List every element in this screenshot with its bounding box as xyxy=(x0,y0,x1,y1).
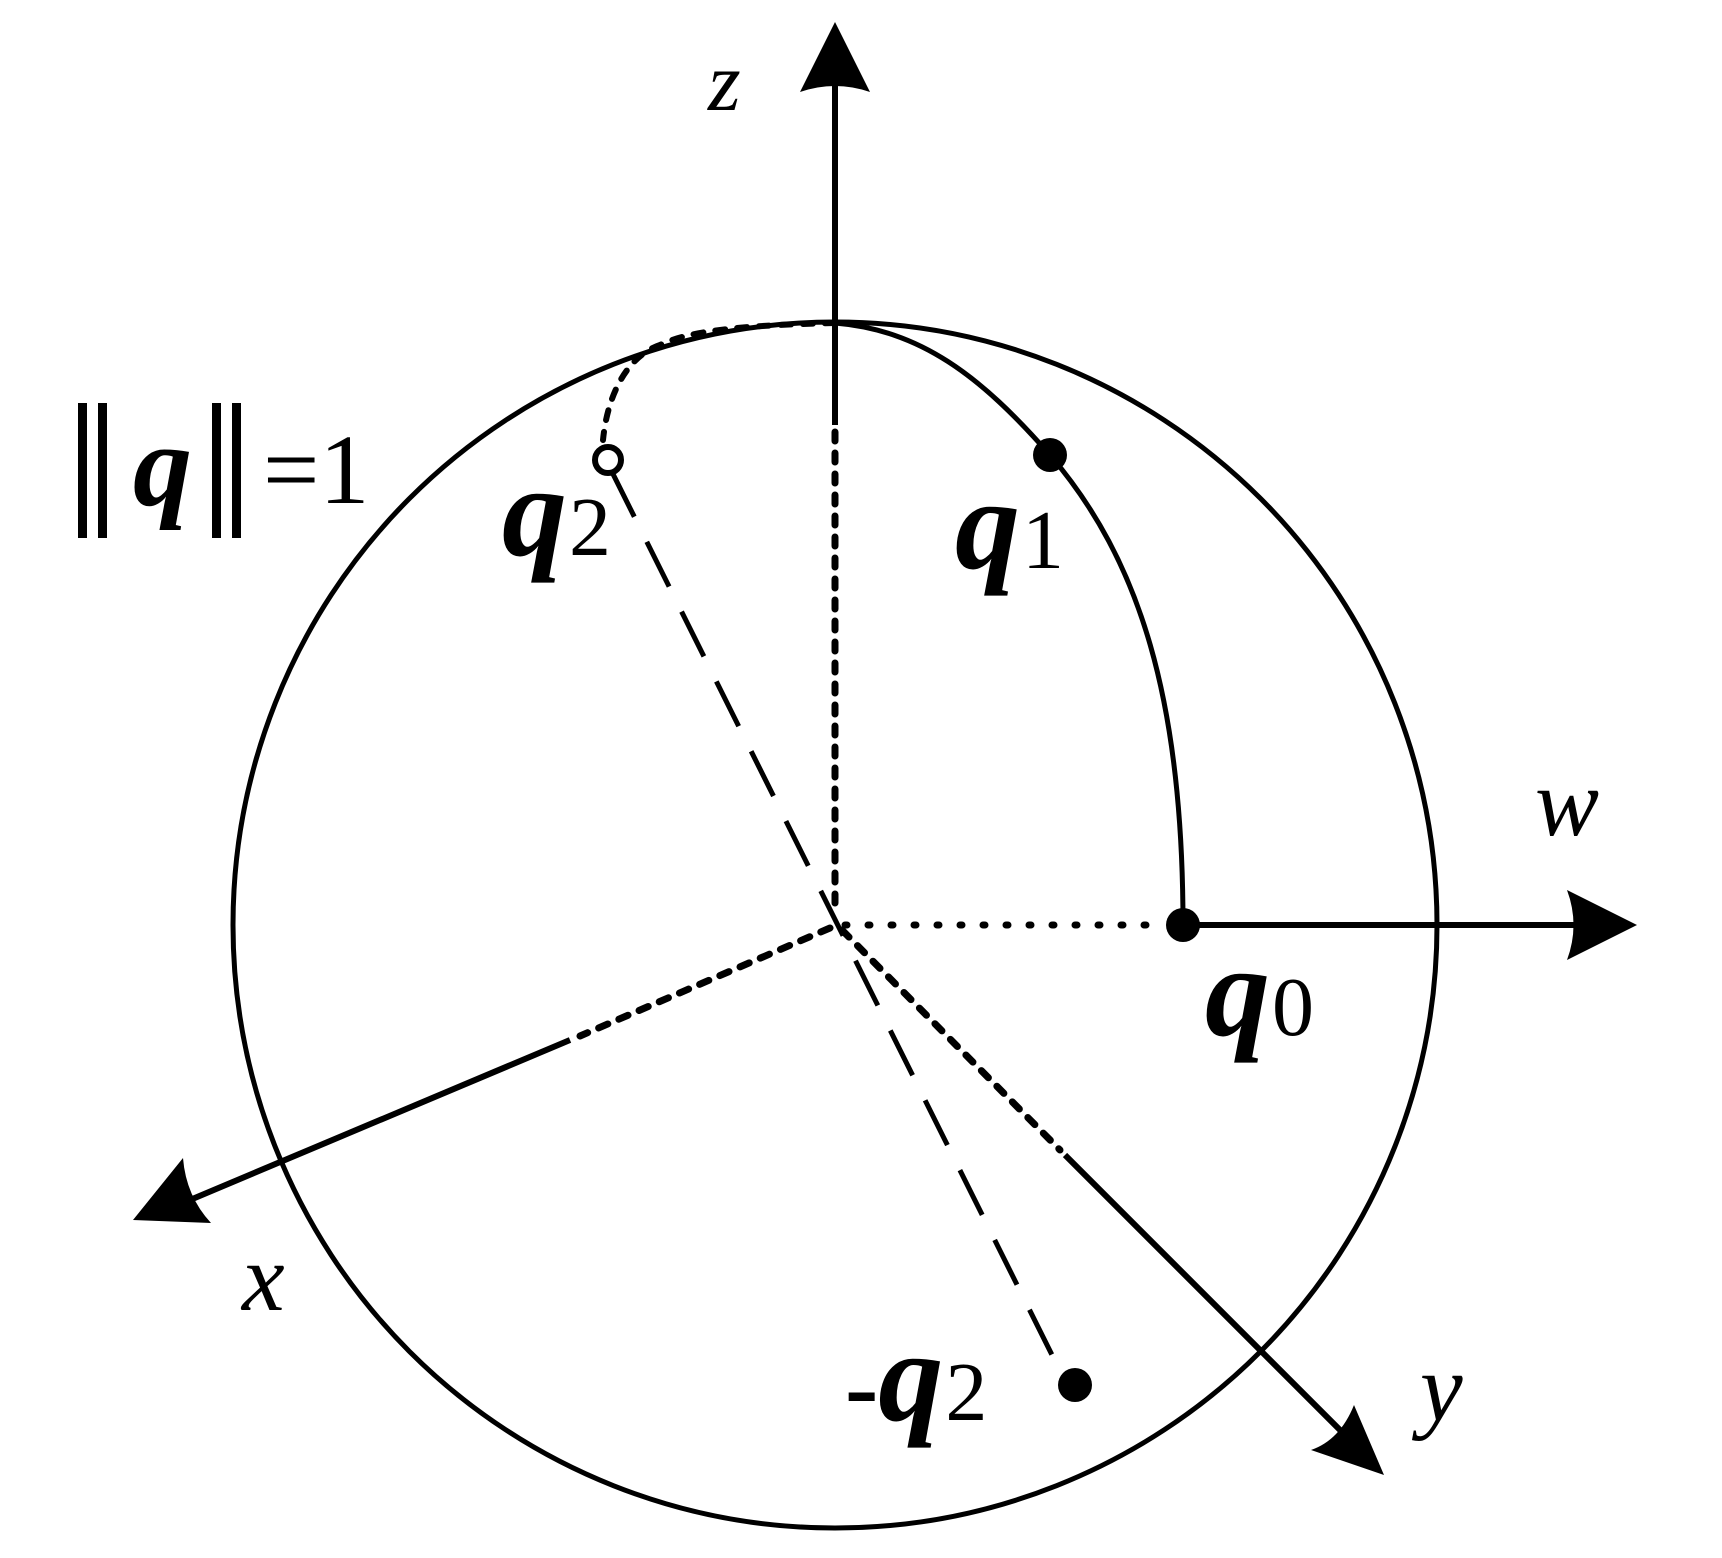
z-axis-label: z xyxy=(707,36,741,129)
arc-pole-q2-dotted xyxy=(600,320,838,443)
arc-q0-q1-pole xyxy=(834,320,1186,926)
y-axis-hidden-dotted xyxy=(838,926,1064,1154)
z-axis-arrowhead-icon xyxy=(800,22,870,92)
norm-variable-q: q xyxy=(133,400,192,531)
x-axis-line xyxy=(188,1037,572,1203)
x-axis-arrowhead-icon xyxy=(133,1158,211,1223)
y-axis-arrowhead-icon xyxy=(1311,1405,1384,1475)
norm-bar xyxy=(98,403,107,538)
norm-equals-one: =1 xyxy=(263,414,369,525)
y-axis-line xyxy=(1062,1152,1348,1438)
x-axis-hidden-dotted xyxy=(576,924,834,1040)
label-q0: q0 xyxy=(1205,920,1314,1064)
w-axis-label: w xyxy=(1535,749,1599,856)
point-neg-q2 xyxy=(1058,1368,1092,1402)
y-axis-label: y xyxy=(1411,1334,1463,1441)
label-q2: q2 xyxy=(502,440,611,584)
point-q2-open xyxy=(592,444,624,476)
point-q1 xyxy=(1033,438,1067,472)
w-axis-arrowhead-icon xyxy=(1567,890,1637,960)
q2-neg-q2-dashed-line xyxy=(609,470,1065,1377)
norm-bar xyxy=(212,403,221,538)
norm-bar xyxy=(78,403,87,538)
label-q1: q1 xyxy=(955,453,1064,597)
norm-bar xyxy=(232,403,241,538)
label-neg-q2: -q2 xyxy=(845,1305,987,1449)
point-q0 xyxy=(1166,908,1200,942)
x-axis-label: x xyxy=(240,1224,285,1331)
norm-constraint-label: q =1 xyxy=(78,400,369,538)
